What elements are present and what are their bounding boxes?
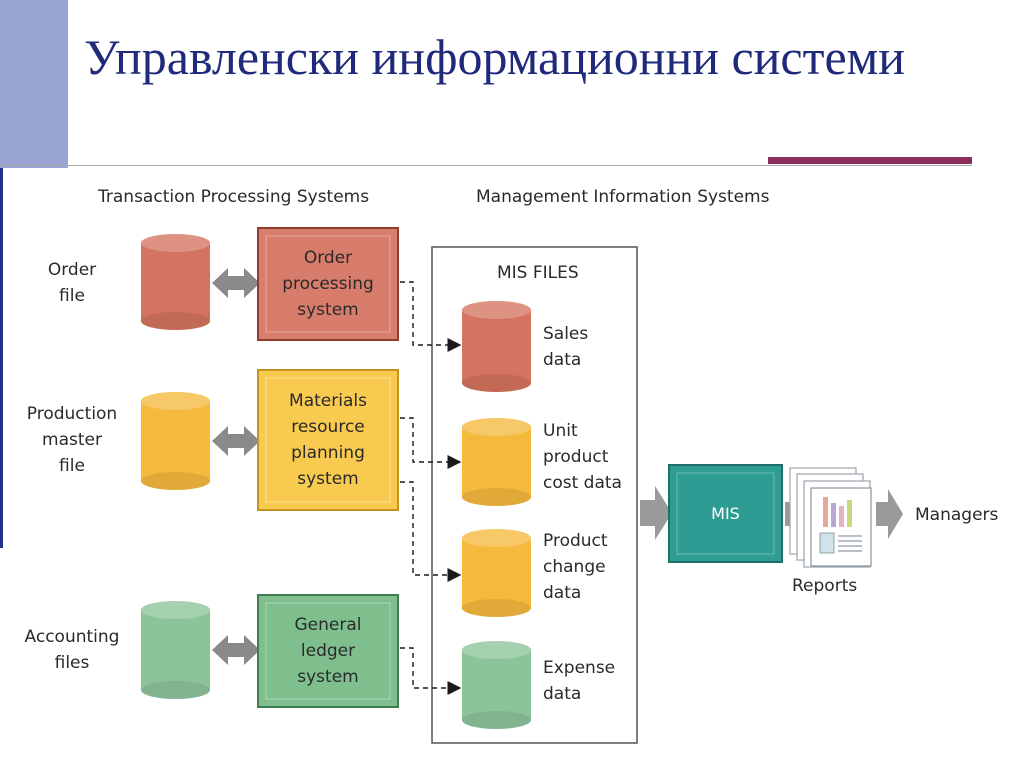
label-managers: Managers: [915, 505, 999, 525]
label-production-master-file: Production master file: [26, 404, 118, 476]
label-materials-resource-planning-system: Materials resource planning system: [289, 391, 367, 489]
connector-ledger-to-expense: [400, 647, 462, 695]
box-general-ledger-system: [257, 594, 399, 708]
cylinder-product-change-data: [462, 529, 531, 617]
cylinder-order-file: [141, 234, 210, 330]
label-order-processing-system: Order processing system: [282, 248, 374, 320]
title-accent-bar: [0, 0, 68, 168]
arrow-files-to-mis: [640, 486, 672, 540]
cylinder-sales-data: [462, 301, 531, 392]
cylinder-production-master-file: [141, 392, 210, 490]
label-expense-data: Expense data: [543, 658, 616, 704]
mis-header: Management Information Systems: [476, 187, 770, 207]
box-materials-resource-planning-system: [257, 369, 399, 511]
reports-icon: [789, 467, 872, 568]
label-accounting-files: Accounting files: [24, 627, 120, 673]
arrow-reports-to-managers: [876, 489, 903, 539]
page-title: Управленски информационни системи: [84, 29, 906, 85]
cylinder-accounting-files: [141, 601, 210, 699]
title-underline: [0, 165, 972, 166]
label-general-ledger-system: General ledger system: [294, 615, 362, 687]
label-reports: Reports: [792, 576, 858, 596]
double-arrow-production: [212, 426, 260, 456]
connector-order-to-sales: [400, 281, 462, 352]
cylinder-unit-product-cost-data: [462, 418, 531, 506]
connector-mrp-to-product-change: [400, 481, 462, 582]
double-arrow-order: [212, 268, 260, 298]
title-underline-accent: [768, 157, 972, 164]
label-order-file: Order file: [47, 260, 97, 306]
label-mis: MIS: [711, 503, 740, 523]
double-arrow-accounting: [212, 635, 260, 665]
label-sales-data: Sales data: [543, 324, 589, 370]
mis-files-title: MIS FILES: [497, 263, 579, 283]
box-order-processing-system: [257, 227, 399, 341]
label-product-change-data: Product change data: [543, 531, 608, 603]
label-unit-product-cost-data: Unit product cost data: [543, 421, 622, 493]
left-rule: [0, 168, 3, 548]
cylinder-expense-data: [462, 641, 531, 729]
box-mis: [668, 464, 783, 563]
tps-header: Transaction Processing Systems: [98, 187, 370, 207]
